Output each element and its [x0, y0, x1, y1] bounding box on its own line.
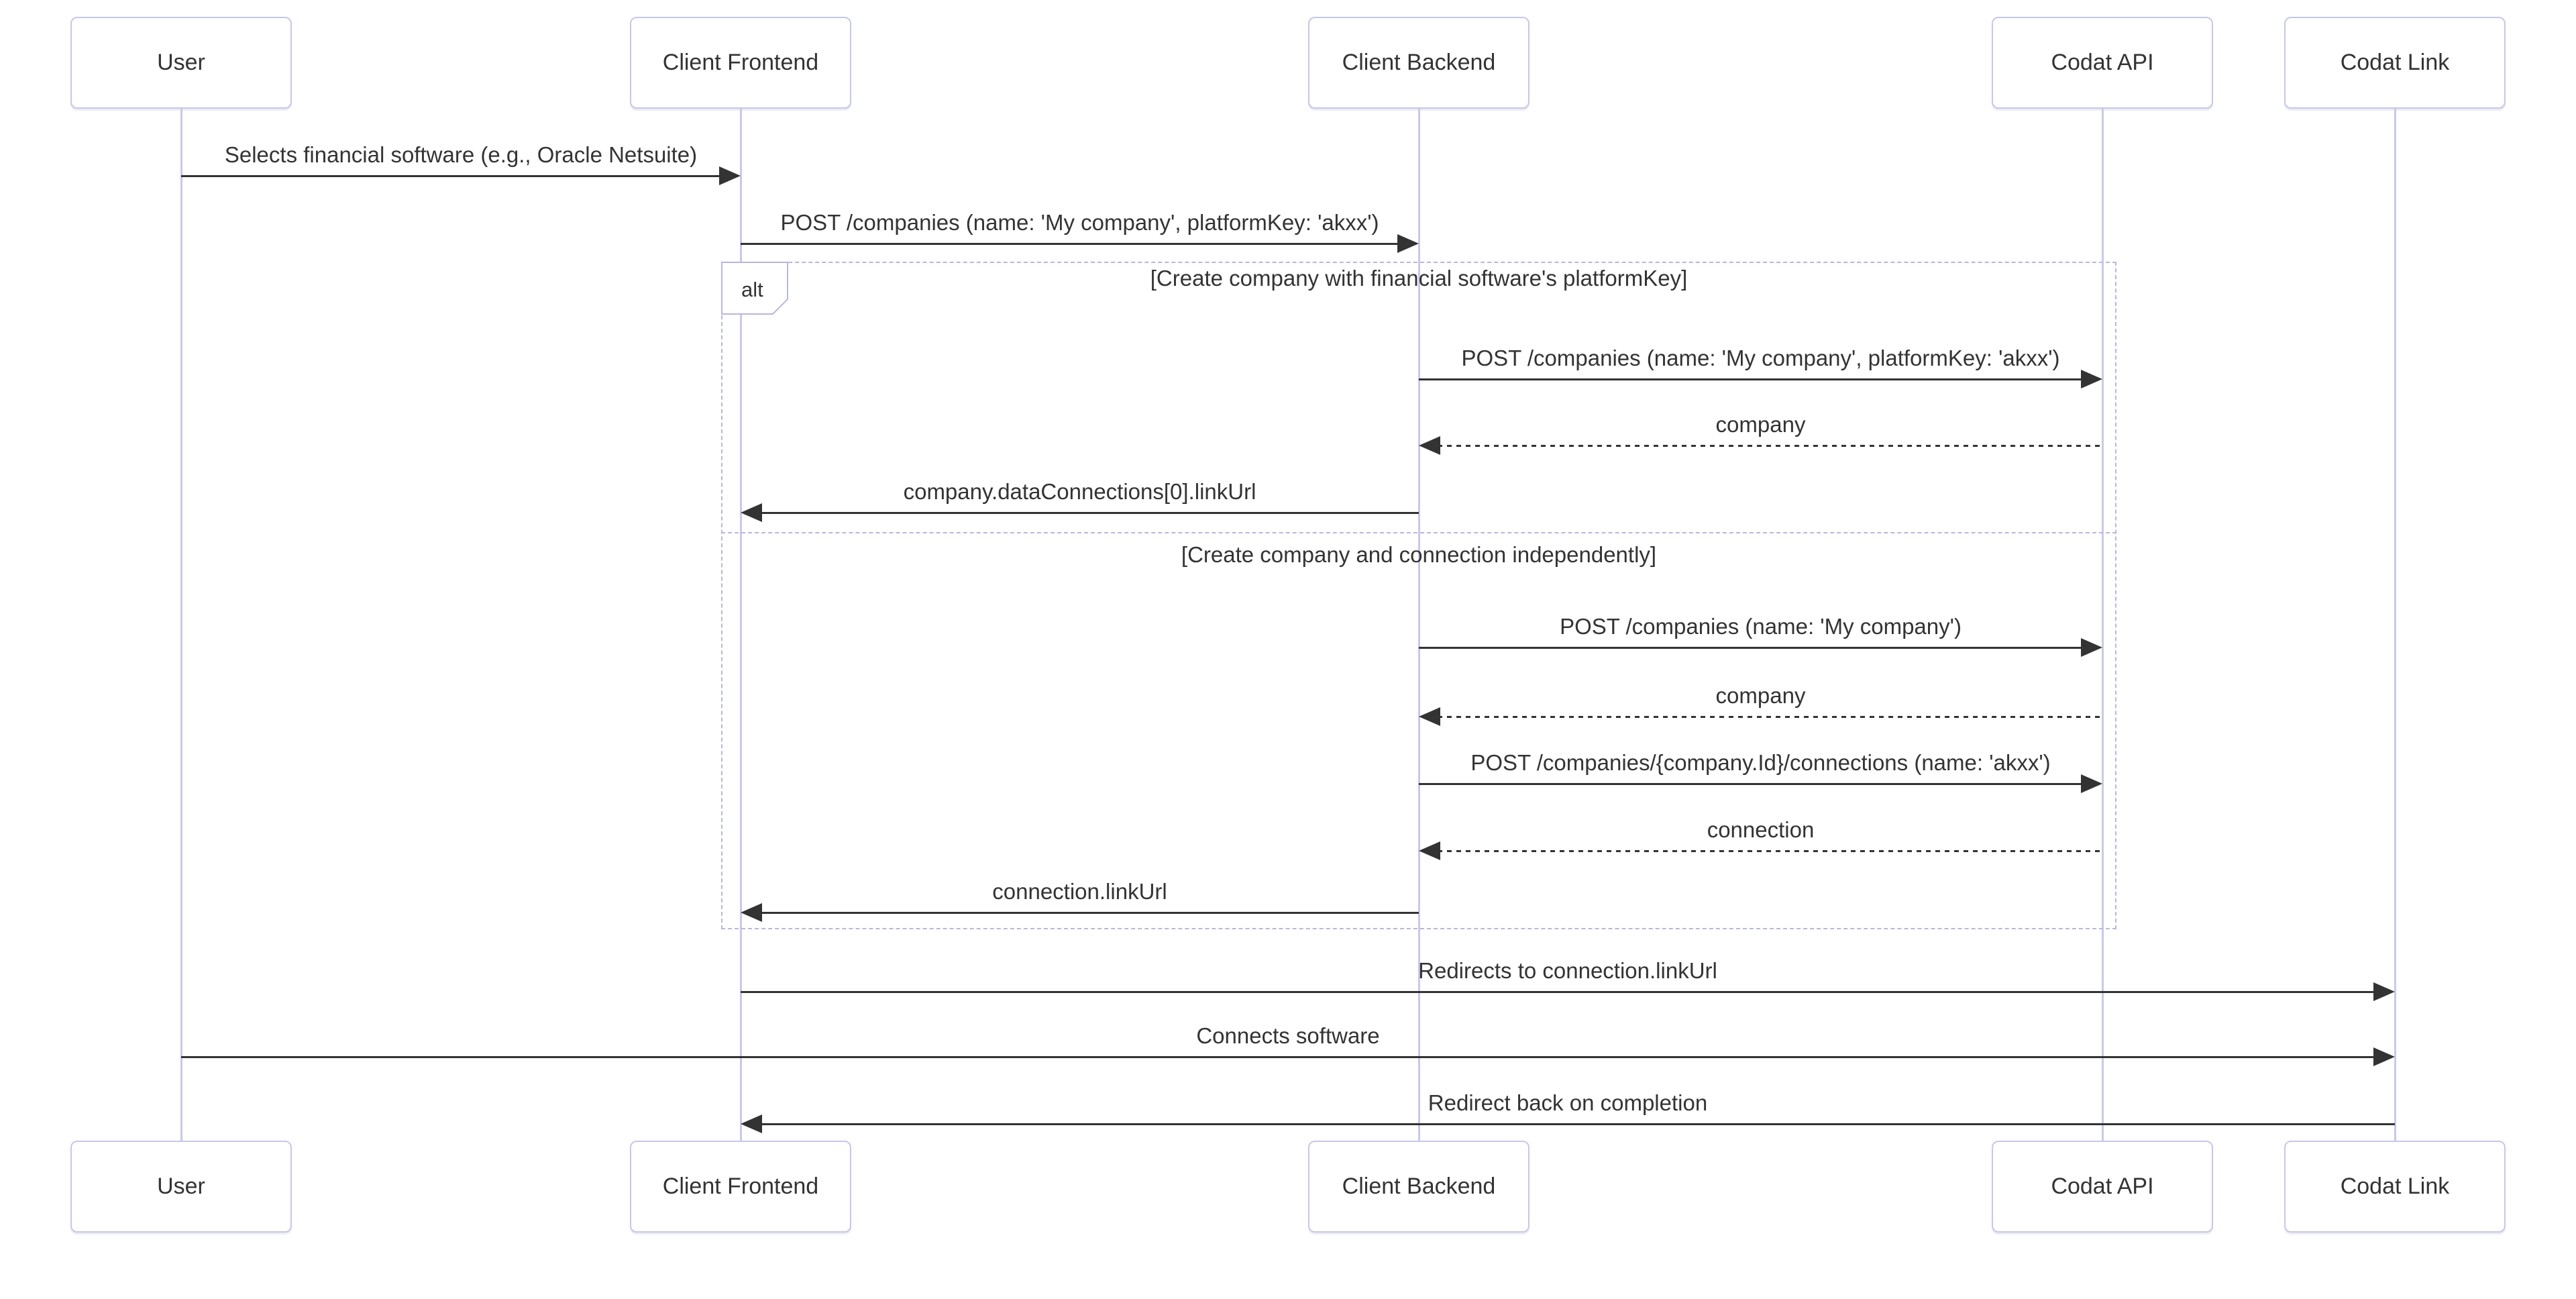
- message-line: [759, 1123, 2395, 1125]
- message-label: Redirect back on completion: [1428, 1090, 1708, 1115]
- actor-label-user: User: [157, 1174, 205, 1199]
- message-line: [181, 1055, 2376, 1058]
- alt-frame-label: alt: [721, 262, 790, 319]
- lifeline-codat-api: [2101, 109, 2104, 1141]
- message-line: [741, 242, 1400, 245]
- lifeline-client-frontend: [739, 109, 742, 1141]
- message-label: POST /companies (name: 'My company'): [1560, 614, 1962, 639]
- message-line: [1438, 715, 2102, 718]
- actor-box-client-backend-top: Client Backend: [1308, 17, 1529, 109]
- arrowhead-icon: [719, 166, 741, 185]
- actor-box-codat-link-bottom: Codat Link: [2284, 1141, 2506, 1233]
- alt-section-label: [Create company and connection independe…: [1181, 542, 1657, 567]
- actor-label-client-backend: Client Backend: [1342, 1174, 1496, 1199]
- message-line: [181, 174, 722, 177]
- alt-section-label: [Create company with financial software'…: [1150, 266, 1688, 291]
- actor-box-client-backend-bottom: Client Backend: [1308, 1141, 1529, 1233]
- message-line: [1438, 444, 2102, 447]
- actor-label-client-frontend: Client Frontend: [662, 1174, 819, 1199]
- arrowhead-icon: [1419, 841, 1440, 860]
- actor-label-codat-link: Codat Link: [2340, 1174, 2450, 1199]
- arrowhead-icon: [741, 903, 762, 922]
- arrowhead-icon: [2081, 370, 2102, 388]
- arrowhead-icon: [741, 1114, 762, 1133]
- lifeline-codat-link: [2394, 109, 2396, 1141]
- message-label: Connects software: [1196, 1023, 1380, 1048]
- actor-label-codat-link: Codat Link: [2340, 50, 2450, 75]
- alt-frame-divider: [721, 532, 2116, 533]
- message-label: Redirects to connection.linkUrl: [1418, 958, 1717, 983]
- alt-frame: [721, 262, 2116, 929]
- arrowhead-icon: [2081, 774, 2102, 793]
- arrowhead-icon: [1419, 707, 1440, 726]
- message-line: [1438, 849, 2102, 852]
- message-line: [759, 911, 1419, 914]
- actor-label-client-backend: Client Backend: [1342, 50, 1496, 75]
- lifeline-client-backend: [1417, 109, 1420, 1141]
- alt-frame-label-text: alt: [741, 278, 763, 301]
- message-label: connection.linkUrl: [992, 879, 1167, 904]
- actor-label-codat-api: Codat API: [2051, 1174, 2154, 1199]
- arrowhead-icon: [741, 503, 762, 522]
- message-line: [741, 990, 2376, 993]
- message-label: company: [1715, 683, 1806, 708]
- arrowhead-icon: [2373, 982, 2395, 1001]
- actor-box-client-frontend-top: Client Frontend: [630, 17, 851, 109]
- actor-box-user-bottom: User: [70, 1141, 292, 1233]
- actor-box-codat-api-bottom: Codat API: [1992, 1141, 2213, 1233]
- actor-label-client-frontend: Client Frontend: [662, 50, 819, 75]
- message-line: [759, 511, 1419, 514]
- message-line: [1419, 646, 2084, 649]
- message-label: POST /companies (name: 'My company', pla…: [1461, 346, 2060, 370]
- message-line: [1419, 378, 2084, 380]
- lifeline-user: [180, 109, 182, 1141]
- message-label: Selects financial software (e.g., Oracle…: [224, 142, 698, 167]
- arrowhead-icon: [1397, 234, 1419, 253]
- actor-label-codat-api: Codat API: [2051, 50, 2154, 75]
- actor-label-user: User: [157, 50, 205, 75]
- actor-box-codat-link-top: Codat Link: [2284, 17, 2506, 109]
- actor-box-client-frontend-bottom: Client Frontend: [630, 1141, 851, 1233]
- message-line: [1419, 782, 2084, 785]
- message-label: POST /companies (name: 'My company', pla…: [780, 210, 1379, 235]
- actor-box-user-top: User: [70, 17, 292, 109]
- message-label: connection: [1707, 817, 1815, 842]
- message-label: company: [1715, 412, 1806, 437]
- arrowhead-icon: [2081, 638, 2102, 657]
- arrowhead-icon: [2373, 1047, 2395, 1066]
- actor-box-codat-api-top: Codat API: [1992, 17, 2213, 109]
- message-label: POST /companies/{company.Id}/connections…: [1470, 750, 2051, 775]
- message-label: company.dataConnections[0].linkUrl: [903, 479, 1256, 504]
- arrowhead-icon: [1419, 436, 1440, 455]
